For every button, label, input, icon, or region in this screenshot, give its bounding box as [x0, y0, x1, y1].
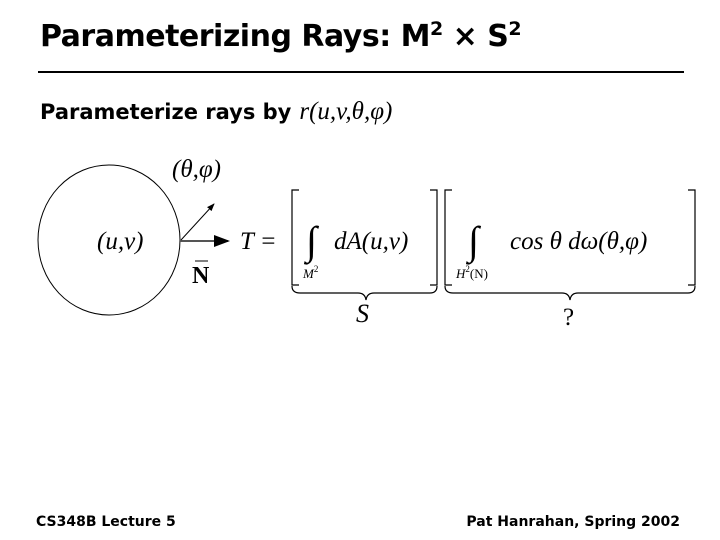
- slide-title: Parameterizing Rays: M2 × S2: [40, 18, 522, 54]
- underbrace-2: [444, 285, 696, 301]
- direction-label: (θ,φ): [172, 156, 221, 183]
- title-divider: [38, 71, 684, 73]
- brace1-label: S: [356, 299, 369, 328]
- footer-left: CS348B Lecture 5: [36, 514, 176, 530]
- integral2-domain: H2(N): [455, 264, 488, 281]
- integral2-body: cos θ dω(θ,φ): [510, 228, 647, 255]
- bracket-2: [444, 189, 696, 286]
- ray-formula: r(u,v,θ,φ): [299, 98, 393, 125]
- footer-right: Pat Hanrahan, Spring 2002: [466, 514, 680, 530]
- integral1-body: dA(u,v): [334, 228, 408, 255]
- bracket-1: [291, 189, 438, 286]
- brace2-label: ?: [563, 304, 574, 331]
- equation-lhs: T =: [240, 228, 277, 255]
- normal-label: N: [192, 263, 210, 289]
- underbrace-1: [291, 285, 438, 301]
- integral-sign-2: ∫: [465, 218, 482, 265]
- integral1-domain: M2: [302, 264, 318, 281]
- integral-sign-1: ∫: [303, 218, 320, 265]
- direction-arrow: [180, 203, 215, 241]
- point-label: (u,v): [97, 228, 144, 255]
